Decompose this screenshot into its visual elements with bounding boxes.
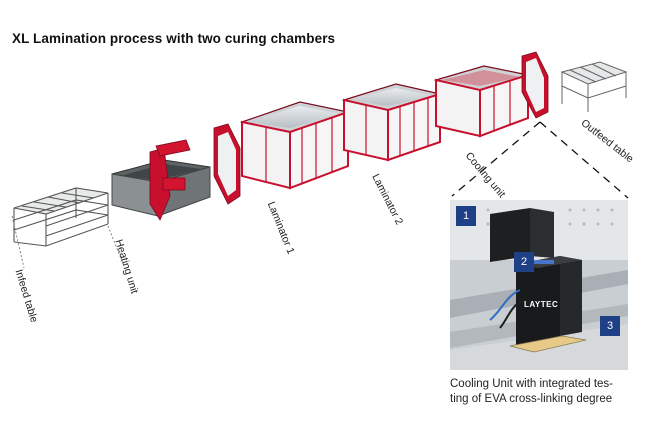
- caption-line-2: ting of EVA cross-linking degree: [450, 393, 613, 405]
- infeed-leader-line: [11, 215, 25, 269]
- photo-badge-3: 3: [600, 316, 620, 336]
- heating-leader-line: [107, 225, 125, 267]
- callout-line-left: [451, 121, 541, 197]
- cooling-unit: [433, 65, 529, 138]
- photo-badge-1: 1: [456, 206, 476, 226]
- laminator-1-door-panel: [213, 123, 241, 205]
- photo-caption: Cooling Unit with integrated tes- ting o…: [450, 377, 640, 407]
- laminator-2: [341, 83, 443, 162]
- diagram-title: XL Lamination process with two curing ch…: [12, 31, 336, 46]
- laminator-1: [239, 101, 351, 190]
- outfeed-table: [521, 51, 628, 119]
- infeed-table: [13, 187, 109, 247]
- heating-unit: [111, 139, 211, 221]
- caption-line-1: Cooling Unit with integrated tes-: [450, 378, 613, 390]
- cooling-unit-photo: LAYTEC 1 2 3: [450, 200, 628, 370]
- photo-brand-logo: LAYTEC: [524, 300, 559, 309]
- photo-badge-2: 2: [514, 252, 534, 272]
- callout-line-right: [539, 121, 629, 199]
